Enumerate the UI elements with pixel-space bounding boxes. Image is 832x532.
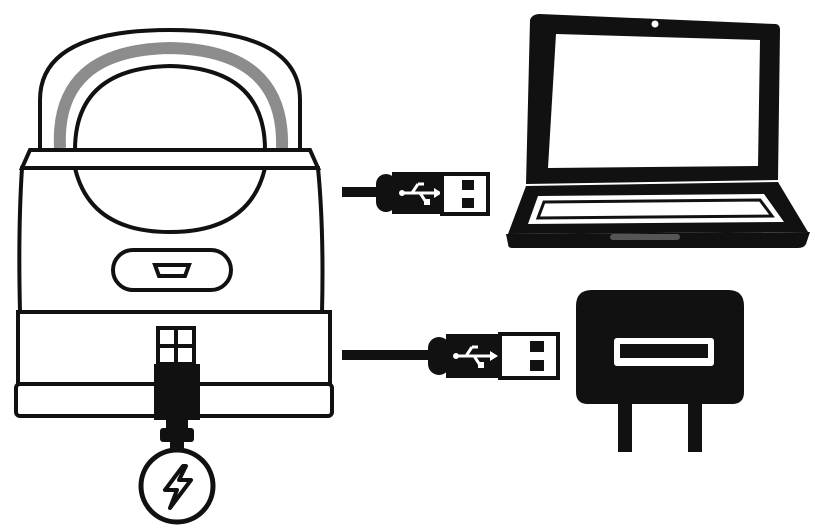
laptop-icon bbox=[506, 14, 810, 248]
micro-usb-connector bbox=[154, 326, 200, 442]
micro-usb-port bbox=[111, 248, 233, 292]
usb-cable-adapter bbox=[342, 332, 560, 380]
usb-icon bbox=[453, 345, 498, 368]
charging-dock-icon bbox=[14, 27, 334, 418]
lightning-bolt-icon bbox=[163, 464, 193, 510]
charging-indicator bbox=[138, 442, 216, 525]
plug-prongs bbox=[618, 404, 702, 452]
usb-icon bbox=[399, 182, 442, 205]
wall-adapter-icon bbox=[576, 290, 744, 452]
usb-cable-laptop bbox=[342, 172, 490, 216]
